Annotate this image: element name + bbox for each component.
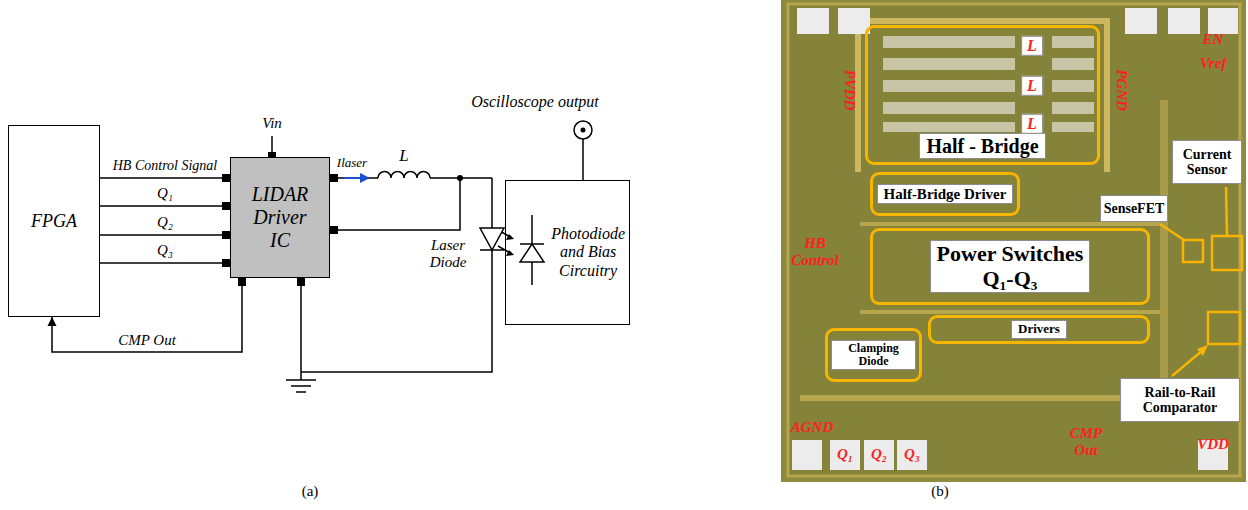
current-arrow bbox=[344, 173, 370, 183]
current-sensor-label-box: Current Sensor bbox=[1172, 140, 1242, 184]
fpga-box: FPGA bbox=[8, 125, 100, 317]
node-text: Q₁-Q₃ bbox=[937, 267, 1084, 291]
pad-label: HB Control bbox=[785, 235, 845, 270]
driver-ic-box: LIDAR Driver IC bbox=[230, 157, 330, 278]
node-text: Drivers bbox=[1018, 322, 1060, 336]
sensefet-label-box: SenseFET bbox=[1100, 195, 1168, 222]
pad-label: Q₂ bbox=[871, 446, 887, 463]
node-text: Clamping Diode bbox=[838, 342, 909, 368]
signal-label: Q₂ bbox=[157, 214, 173, 231]
node-text: LIDAR Driver IC bbox=[245, 183, 315, 252]
pad-label: PVDD bbox=[840, 70, 857, 111]
half-bridge-driver-region: Half-Bridge Driver bbox=[870, 172, 1020, 216]
node-text: Rail-to-Rail Comparator bbox=[1125, 385, 1235, 416]
output-label: Oscilloscope output bbox=[471, 93, 599, 111]
supply-label: Vin bbox=[262, 115, 282, 132]
pad-label: VDD bbox=[1197, 436, 1229, 453]
connector-line bbox=[100, 262, 230, 264]
photodiode-box: Photodiode and Bias Circuitry bbox=[505, 180, 630, 325]
signal-label: CMP Out bbox=[118, 332, 176, 349]
pad-label: Vref bbox=[1200, 55, 1227, 72]
power-switches-region: Power SwitchesQ₁-Q₃ bbox=[870, 228, 1150, 305]
signal-connector bbox=[100, 235, 230, 236]
pad-label: AGND bbox=[791, 419, 834, 436]
connector-line bbox=[100, 234, 230, 236]
pad-label: EN bbox=[1203, 31, 1224, 48]
signal-connector bbox=[100, 206, 230, 207]
laser-diode-label: Laser Diode bbox=[426, 237, 471, 272]
current-label: Ilaser bbox=[337, 156, 367, 171]
arrow-head bbox=[48, 317, 57, 326]
pad-label: Q₁ bbox=[837, 446, 853, 463]
comparator-label-box: Rail-to-Rail Comparator bbox=[1120, 378, 1240, 422]
schematic-symbols bbox=[222, 128, 586, 287]
pad-label: PGND bbox=[1112, 69, 1129, 111]
node-text: Half - Bridge bbox=[926, 135, 1038, 157]
inductor-label: L bbox=[1021, 114, 1043, 134]
drivers-region: Drivers bbox=[928, 315, 1150, 344]
signal-connector bbox=[100, 178, 230, 179]
signal-label: Q₁ bbox=[157, 185, 173, 202]
panel-label: (a) bbox=[302, 483, 319, 500]
node-text: Half-Bridge Driver bbox=[884, 186, 1007, 203]
node-text: Power Switches bbox=[937, 242, 1084, 266]
label-plate: Half - Bridge bbox=[919, 133, 1045, 159]
label-plate: Half-Bridge Driver bbox=[877, 184, 1014, 205]
label-plate: Clamping Diode bbox=[831, 340, 916, 370]
node-text: Photodiode and Bias Circuitry bbox=[551, 225, 625, 280]
clamping-diode-region: Clamping Diode bbox=[825, 328, 922, 382]
panel-label: (b) bbox=[931, 483, 949, 500]
half-bridge-region: Half - Bridge bbox=[865, 25, 1100, 165]
connector-line bbox=[100, 177, 230, 179]
pad-label: CMP Out bbox=[1064, 425, 1108, 460]
die-photo bbox=[781, 0, 1246, 482]
node-text: FPGA bbox=[31, 211, 77, 232]
inductor-label: L bbox=[399, 146, 408, 166]
label-plate: Power SwitchesQ₁-Q₃ bbox=[930, 240, 1091, 292]
pad-label: Q₃ bbox=[904, 446, 920, 463]
connector-line bbox=[100, 205, 230, 207]
inductor-label: L bbox=[1021, 36, 1043, 56]
signal-label: HB Control Signal bbox=[113, 158, 218, 174]
node-text: Current Sensor bbox=[1177, 147, 1237, 178]
label-plate: Drivers bbox=[1011, 320, 1067, 338]
signal-label: Q₃ bbox=[157, 242, 173, 259]
node-text: SenseFET bbox=[1104, 201, 1165, 216]
inductor-label: L bbox=[1021, 76, 1043, 96]
signal-connector bbox=[100, 263, 230, 264]
